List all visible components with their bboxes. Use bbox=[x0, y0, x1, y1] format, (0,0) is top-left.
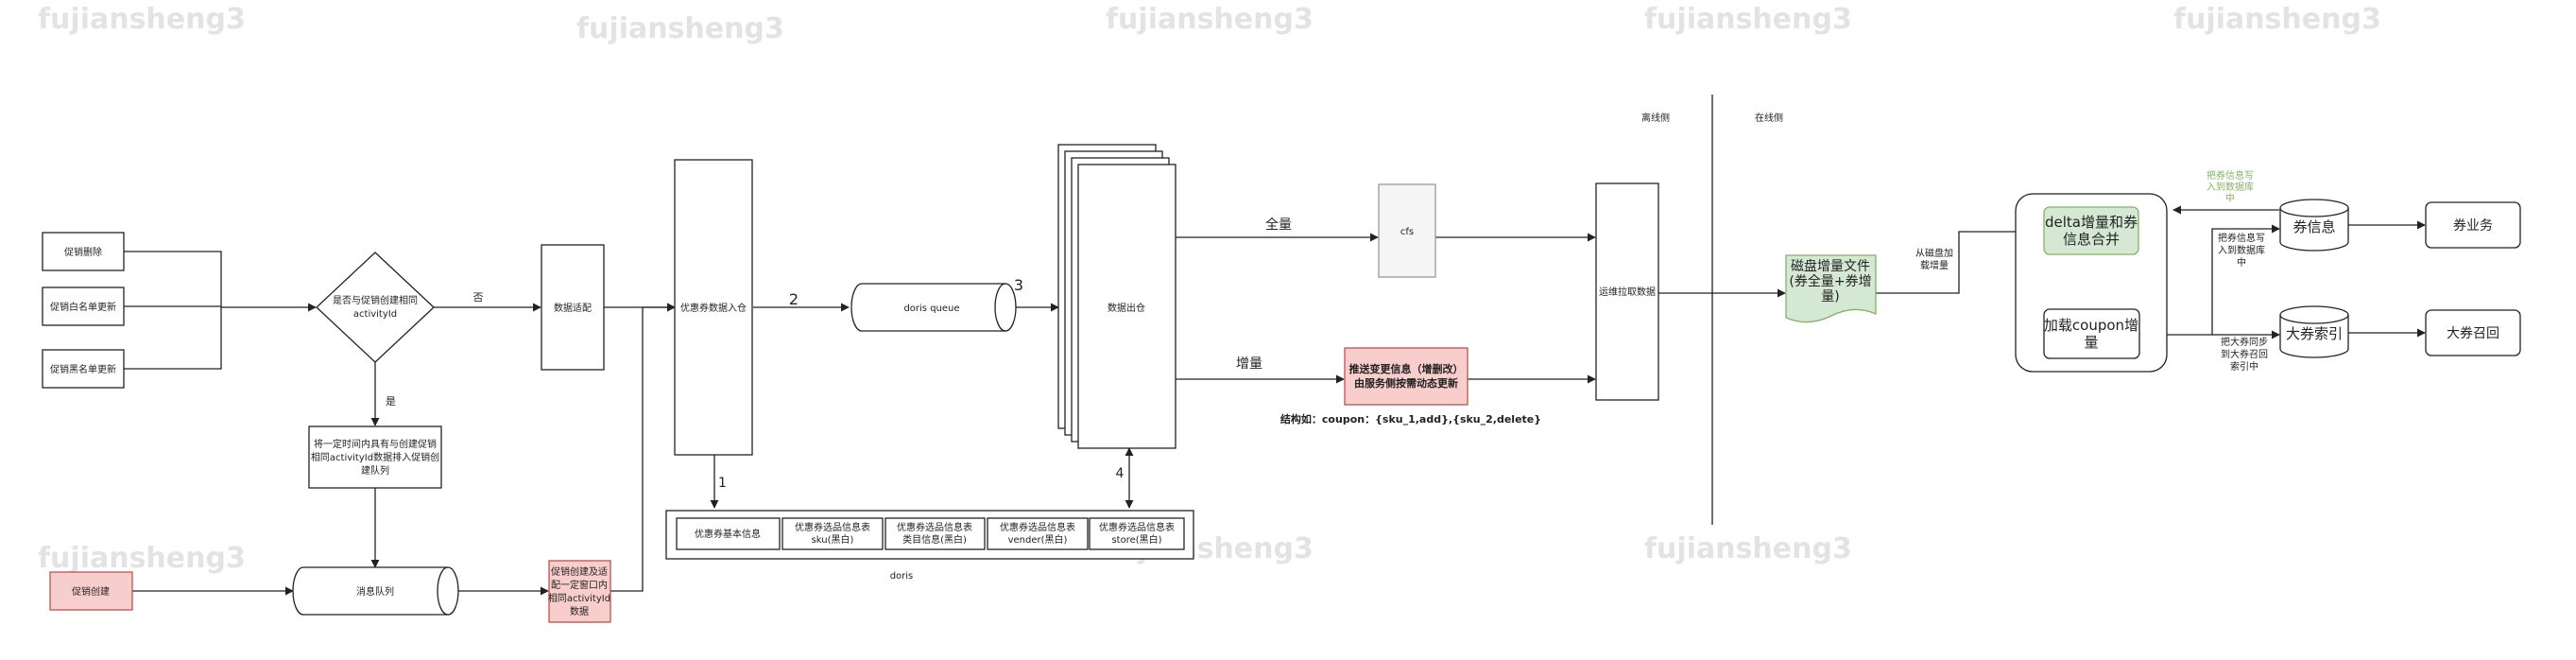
node-label: 大券召回 bbox=[2447, 326, 2499, 341]
watermark: fujiansheng3 bbox=[38, 542, 246, 575]
sync-index-line-2: 到大券召回 bbox=[2221, 348, 2268, 360]
doris-table-detail: 类目信息(黑白) bbox=[902, 533, 967, 546]
full-label: 全量 bbox=[1265, 217, 1292, 233]
node-label: 促销白名单更新 bbox=[50, 301, 116, 313]
promo-whitelist-node: 促销白名单更新 bbox=[42, 287, 125, 326]
node-label: cfs bbox=[1400, 227, 1414, 237]
node-label: 运维拉取数据 bbox=[1599, 286, 1656, 298]
coupon-business-node: 券业务 bbox=[2425, 201, 2521, 249]
write-back-line-2: 入到数据库 bbox=[2207, 181, 2254, 193]
online-side-label: 在线侧 bbox=[1755, 112, 1783, 124]
adapt-line-4: 数据 bbox=[570, 605, 589, 617]
message-queue-node: 消息队列 bbox=[292, 566, 459, 616]
within-time-node: 将一定时间内具有与创建促销 相同activityId数据排入促销创 建队列 bbox=[308, 426, 442, 489]
push-change-line-1: 推送变更信息（增删改） bbox=[1349, 362, 1464, 375]
cfs-node: cfs bbox=[1378, 183, 1436, 278]
disk-file-node: 磁盘增量文件 (券全量+券增 量) bbox=[1785, 254, 1877, 323]
watermark: fujiansheng3 bbox=[1644, 532, 1852, 565]
decision-node: 是否与促销创建相同 activityId bbox=[316, 252, 435, 363]
doris-table-detail: vender(黑白) bbox=[1008, 533, 1068, 546]
delta-merge-line-2: 信息合并 bbox=[2063, 231, 2120, 248]
promo-create-node: 促销创建 bbox=[49, 571, 133, 611]
node-label: 券信息 bbox=[2293, 218, 2335, 235]
step-3-label: 3 bbox=[1014, 276, 1023, 294]
decision-line-1: 是否与促销创建相同 bbox=[333, 294, 418, 306]
delta-merge-node: delta增量和券 信息合并 bbox=[2043, 206, 2139, 255]
write-back-note: 把券信息写 入到数据库 中 bbox=[2207, 169, 2254, 204]
doris-table-detail: store(黑白) bbox=[1111, 533, 1161, 546]
node-label: 优惠券数据入仓 bbox=[680, 302, 747, 314]
data-out-node: 数据出仓 bbox=[1057, 144, 1176, 449]
watermark-layer: fujiansheng3 fujiansheng3 fujiansheng3 f… bbox=[38, 3, 2381, 575]
node-label: 数据出仓 bbox=[1108, 302, 1145, 314]
doris-table-name: 优惠券选品信息表 bbox=[795, 521, 870, 533]
sync-index-line-1: 把大券同步 bbox=[2221, 336, 2268, 348]
promo-blacklist-node: 促销黑名单更新 bbox=[42, 349, 125, 389]
node-label: doris queue bbox=[903, 304, 959, 314]
coupon-in-node: 优惠券数据入仓 bbox=[674, 159, 753, 456]
node-label: 券业务 bbox=[2453, 218, 2493, 234]
load-from-disk-line-2: 载增量 bbox=[1920, 259, 1949, 271]
incr-label: 增量 bbox=[1236, 356, 1262, 372]
adapt-line-1: 促销创建及适 bbox=[551, 565, 608, 578]
node-label: 数据适配 bbox=[554, 302, 592, 314]
big-index-db: 大券索引 bbox=[2279, 305, 2349, 358]
node-label: 消息队列 bbox=[356, 585, 394, 598]
doris-tables-group: 优惠券基本信息 优惠券选品信息表 sku(黑白) 优惠券选品信息表 类目信息(黑… bbox=[665, 510, 1194, 560]
ops-pull-node: 运维拉取数据 bbox=[1595, 182, 1659, 401]
structure-note: 结构如：coupon：{sku_1,add},{sku_2,delete} bbox=[1279, 412, 1541, 426]
node-label: 促销黑名单更新 bbox=[50, 363, 116, 375]
disk-file-line-1: 磁盘增量文件 bbox=[1791, 258, 1870, 274]
doris-table-detail: sku(黑白) bbox=[812, 533, 854, 546]
watermark: fujiansheng3 bbox=[1644, 3, 1852, 36]
doris-table-name: 优惠券选品信息表 bbox=[1000, 521, 1075, 533]
step-4-label: 4 bbox=[1116, 466, 1125, 481]
doris-label: doris bbox=[890, 571, 914, 582]
within-time-line-1: 将一定时间内具有与创建促销 bbox=[314, 438, 437, 450]
no-label: 否 bbox=[473, 291, 484, 304]
write-coupon-db-line-1: 把券信息写 bbox=[2218, 232, 2265, 244]
promo-delete-node: 促销删除 bbox=[42, 232, 125, 271]
write-back-line-1: 把券信息写 bbox=[2207, 169, 2254, 182]
load-coupon-line-1: 加载coupon增 bbox=[2044, 317, 2138, 334]
push-change-node: 推送变更信息（增删改） 由服务侧按需动态更新 bbox=[1344, 347, 1468, 406]
push-change-line-2: 由服务侧按需动态更新 bbox=[1354, 376, 1458, 390]
load-coupon-node: 加载coupon增 量 bbox=[2043, 308, 2140, 359]
within-time-line-2: 相同activityId数据排入促销创 bbox=[311, 451, 439, 463]
offline-side-label: 离线侧 bbox=[1641, 112, 1670, 124]
node-label: 促销删除 bbox=[64, 246, 102, 258]
adapt-line-2: 配一定窗口内 bbox=[551, 579, 608, 591]
step-1-label: 1 bbox=[718, 476, 727, 491]
watermark: fujiansheng3 bbox=[576, 12, 784, 45]
load-coupon-line-2: 量 bbox=[2084, 334, 2098, 351]
disk-file-line-3: 量) bbox=[1821, 289, 1839, 304]
write-back-line-3: 中 bbox=[2225, 192, 2235, 204]
sync-index-line-3: 索引中 bbox=[2230, 360, 2258, 373]
doris-table-name: 优惠券基本信息 bbox=[695, 528, 761, 540]
yes-label: 是 bbox=[386, 395, 396, 408]
big-recall-node: 大券召回 bbox=[2425, 309, 2521, 356]
promo-create-adapt-node: 促销创建及适 配一定窗口内 相同activityId 数据 bbox=[548, 560, 611, 623]
coupon-info-db: 券信息 bbox=[2279, 199, 2349, 252]
node-label: 大券索引 bbox=[2286, 325, 2343, 342]
doris-queue-node: doris queue bbox=[850, 283, 1017, 332]
adapt-line-3: 相同activityId bbox=[548, 592, 610, 604]
node-label: 促销创建 bbox=[72, 585, 110, 598]
data-adapt-node: 数据适配 bbox=[541, 244, 605, 371]
watermark: fujiansheng3 bbox=[38, 3, 246, 36]
doris-table-name: 优惠券选品信息表 bbox=[1099, 521, 1175, 533]
step-2-label: 2 bbox=[789, 290, 799, 308]
decision-line-2: activityId bbox=[353, 309, 397, 320]
delta-merge-line-1: delta增量和券 bbox=[2045, 214, 2138, 231]
within-time-line-3: 建队列 bbox=[361, 464, 389, 477]
load-from-disk-line-1: 从磁盘加 bbox=[1915, 247, 1953, 259]
doris-table-name: 优惠券选品信息表 bbox=[897, 521, 972, 533]
write-coupon-db-line-3: 中 bbox=[2237, 256, 2246, 269]
write-coupon-db-line-2: 入到数据库 bbox=[2218, 244, 2265, 256]
watermark: fujiansheng3 bbox=[2173, 3, 2381, 36]
watermark: fujiansheng3 bbox=[1106, 3, 1314, 36]
disk-file-line-2: (券全量+券增 bbox=[1789, 273, 1871, 289]
connectors bbox=[81, 95, 2426, 596]
